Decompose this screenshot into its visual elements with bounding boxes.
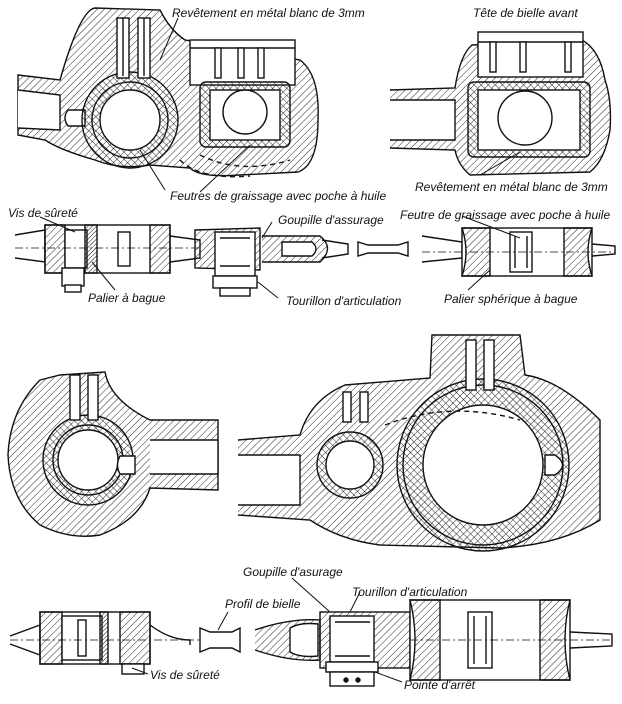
label-vis-surete-bottom: Vis de sûreté	[150, 668, 220, 682]
top-left-big-end	[17, 7, 319, 178]
label-feutres: Feutres de graissage avec poche à huile	[170, 189, 387, 203]
top-profile-right	[421, 227, 616, 277]
bottom-profile-middle	[199, 611, 411, 687]
top-profile-left	[14, 224, 201, 293]
top-right-front-head	[389, 31, 612, 176]
label-pointe-arret: Pointe d'arrêt	[404, 678, 475, 692]
label-profil-bielle: Profil de bielle	[225, 597, 301, 611]
label-goupille-bottom: Goupille d'asurage	[243, 565, 343, 579]
label-palier-spherique: Palier sphérique à bague	[444, 292, 578, 306]
label-tete-bielle: Tête de bielle avant	[473, 6, 578, 20]
label-palier-bague: Palier à bague	[88, 291, 166, 305]
label-revetement-top: Revêtement en métal blanc de 3mm	[172, 6, 365, 20]
label-revetement-mid: Revêtement en métal blanc de 3mm	[415, 180, 608, 194]
top-profile-middle	[194, 227, 409, 297]
label-tourillon-bottom: Tourillon d'articulation	[352, 585, 468, 599]
leader-lines	[39, 17, 521, 683]
middle-left-small-end	[7, 371, 219, 537]
bottom-profile-left	[9, 611, 200, 675]
bottom-profile-right	[409, 599, 613, 681]
label-feutre-right: Feutre de graissage avec poche à huile	[400, 208, 611, 222]
label-vis-surete-top: Vis de sûreté	[8, 206, 78, 220]
label-goupille-top: Goupille d'assurage	[278, 213, 384, 227]
label-tourillon-top: Tourillon d'articulation	[286, 294, 402, 308]
middle-right-big-end	[237, 334, 601, 552]
